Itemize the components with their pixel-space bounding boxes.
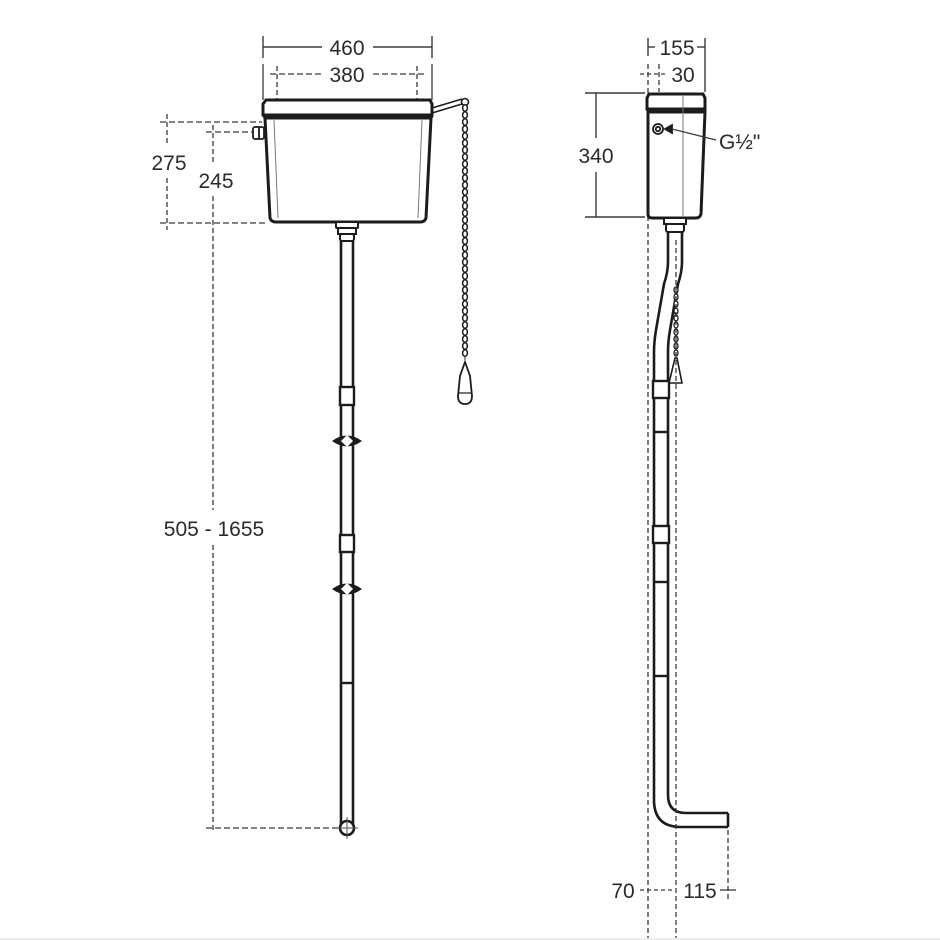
pipe-bracket-lower: [332, 583, 362, 595]
label-pipe-drop-range: 505 - 1655: [164, 518, 264, 541]
label-cistern-height: 340: [578, 145, 613, 168]
flush-pipe: [339, 241, 355, 826]
cistern-body: [263, 116, 433, 224]
cistern-lid: [261, 98, 434, 118]
pull-chain-links: [461, 104, 469, 357]
dimension-overall-width: [262, 36, 433, 58]
dimension-fixing-centres: [262, 64, 433, 122]
side-pipe-connector: [663, 217, 687, 233]
inlet-callout-leader: [671, 128, 717, 141]
label-inlet-height: 245: [198, 170, 233, 193]
label-overall-width: 460: [329, 37, 364, 60]
label-fixing-centres: 380: [329, 64, 364, 87]
label-inlet-thread: G½": [719, 131, 760, 154]
label-pipe-wall-offset: 70: [611, 880, 634, 903]
side-pipe-collars: [651, 379, 671, 678]
pull-handle: [457, 359, 473, 405]
cistern-body-inner-left: [273, 119, 279, 219]
dimension-overall-depth: [647, 38, 706, 92]
dimension-cistern-height: [585, 92, 645, 218]
pipe-bracket-upper: [332, 435, 362, 447]
label-pipe-projection: 115: [683, 880, 716, 903]
label-wall-offset: 30: [671, 64, 694, 87]
label-overall-depth: 155: [659, 37, 694, 60]
pipe-collars: [338, 385, 356, 685]
pipe-outlet: [336, 817, 358, 839]
dimension-fixing-height: [160, 114, 268, 230]
label-fixing-height: 275: [151, 152, 186, 175]
frame-bottom-edge: [0, 938, 940, 940]
cistern-body-inner-right: [417, 119, 423, 219]
side-cistern: [645, 92, 707, 220]
dimension-inlet-height: [206, 125, 338, 832]
pipe-connector: [335, 221, 359, 242]
side-inlet: [252, 126, 265, 140]
cranked-flush-pipe: [652, 232, 730, 829]
front-view: 460 380: [151, 36, 473, 839]
side-view: 155 30 340 G½": [578, 37, 760, 940]
dimension-pipe-offsets: [640, 830, 736, 900]
